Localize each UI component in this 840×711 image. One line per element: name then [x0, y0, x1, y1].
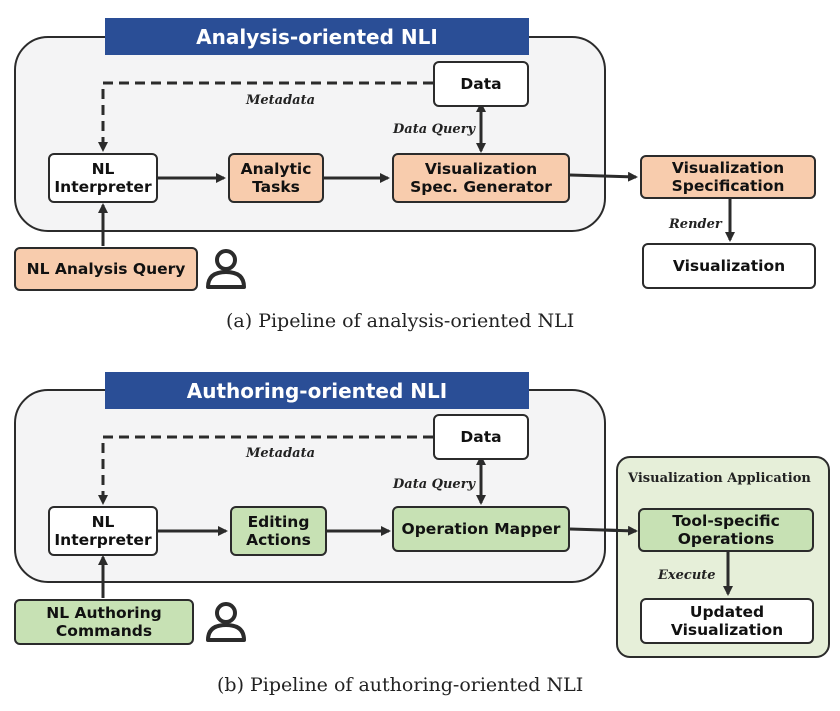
analytic-tasks-box: Analytic Tasks	[228, 153, 324, 203]
user-icon	[206, 249, 246, 289]
vis-application-title: Visualization Application	[628, 471, 811, 486]
render-label: Render	[669, 217, 722, 232]
authoring-nli-banner: Authoring-oriented NLI	[105, 372, 529, 409]
updated-vis-box: Updated Visualization	[640, 598, 814, 644]
nl-interpreter-box-a: NL Interpreter	[48, 153, 158, 203]
execute-label: Execute	[658, 568, 716, 583]
caption-b: (b) Pipeline of authoring-oriented NLI	[217, 674, 584, 696]
analysis-nli-banner: Analysis-oriented NLI	[105, 18, 529, 55]
metadata-label-a: Metadata	[246, 93, 316, 108]
metadata-label-b: Metadata	[246, 446, 316, 461]
data-query-label-b: Data Query	[393, 477, 476, 492]
operation-mapper-box: Operation Mapper	[392, 506, 570, 552]
data-query-label-a: Data Query	[393, 122, 476, 137]
data-box-b: Data	[433, 414, 529, 460]
nl-interpreter-box-b: NL Interpreter	[48, 506, 158, 556]
editing-actions-box: Editing Actions	[230, 506, 327, 556]
caption-a: (a) Pipeline of analysis-oriented NLI	[226, 310, 575, 332]
vis-spec-box: Visualization Specification	[640, 155, 816, 199]
authoring-commands-box: NL Authoring Commands	[14, 599, 194, 645]
user-icon-b	[206, 602, 246, 642]
analysis-query-box: NL Analysis Query	[14, 247, 198, 291]
spec-generator-box: Visualization Spec. Generator	[392, 153, 570, 203]
tool-ops-box: Tool-specific Operations	[638, 508, 814, 552]
visualization-box: Visualization	[642, 243, 816, 289]
data-box-a: Data	[433, 61, 529, 107]
